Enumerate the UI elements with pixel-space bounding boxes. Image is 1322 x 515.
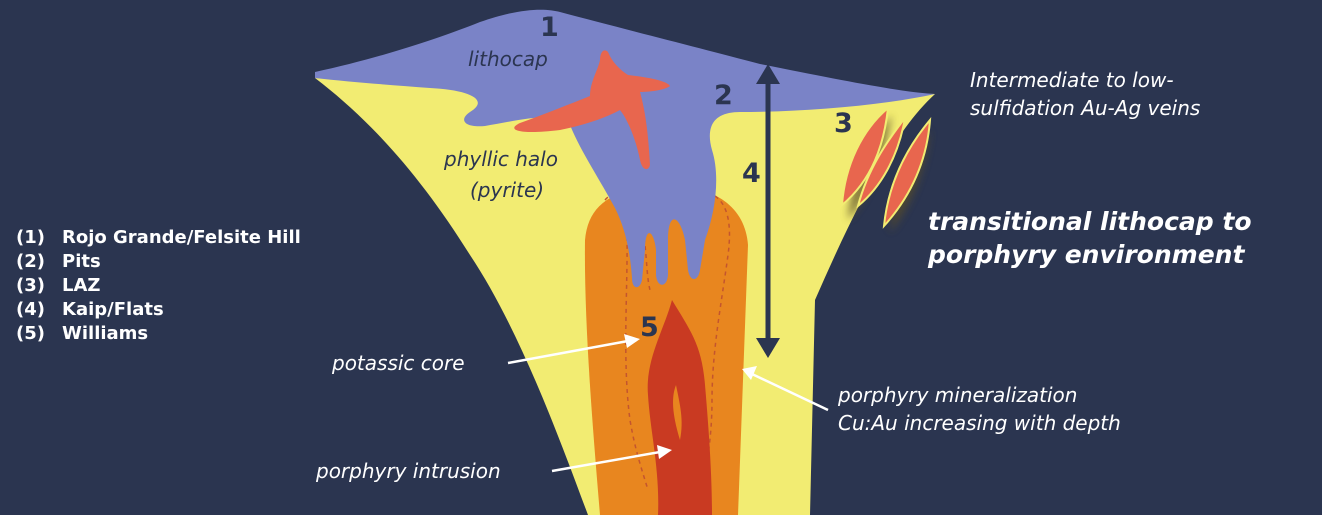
transition-callout-line1: transitional lithocap to <box>928 205 1252 238</box>
mineralization-label: porphyry mineralization <box>838 383 1077 407</box>
phyllic-halo-sublabel: (pyrite) <box>470 178 544 202</box>
legend-label: Rojo Grande/Felsite Hill <box>62 227 301 248</box>
legend-key: (4) <box>16 298 62 322</box>
transition-callout-line2: porphyry environment <box>928 238 1252 271</box>
legend-item: (4)Kaip/Flats <box>16 298 301 322</box>
phyllic-halo-label: phyllic halo <box>444 147 558 171</box>
legend-label: Pits <box>62 251 101 272</box>
legend-key: (2) <box>16 250 62 274</box>
transition-callout: transitional lithocap to porphyry enviro… <box>928 205 1252 271</box>
legend-item: (2)Pits <box>16 250 301 274</box>
legend-label: Williams <box>62 323 148 344</box>
potassic-core-label: potassic core <box>332 351 465 375</box>
legend-key: (1) <box>16 226 62 250</box>
legend-label: Kaip/Flats <box>62 299 164 320</box>
zone-marker-2: 2 <box>714 80 733 111</box>
zone-marker-3: 3 <box>834 108 853 139</box>
zone-marker-4: 4 <box>742 158 761 189</box>
veins-sublabel: sulfidation Au-Ag veins <box>970 96 1200 120</box>
porphyry-intrusion-label: porphyry intrusion <box>316 459 501 483</box>
legend-label: LAZ <box>62 275 100 296</box>
legend-key: (5) <box>16 322 62 346</box>
legend-item: (3)LAZ <box>16 274 301 298</box>
veins-label: Intermediate to low- <box>970 68 1174 92</box>
legend-item: (5)Williams <box>16 322 301 346</box>
legend-item: (1)Rojo Grande/Felsite Hill <box>16 226 301 250</box>
legend-key: (3) <box>16 274 62 298</box>
lithocap-label: lithocap <box>468 47 548 71</box>
zone-marker-1: 1 <box>540 12 559 43</box>
site-legend: (1)Rojo Grande/Felsite Hill (2)Pits (3)L… <box>16 226 301 346</box>
zone-marker-5: 5 <box>640 312 659 343</box>
mineralization-sublabel: Cu:Au increasing with depth <box>838 411 1121 435</box>
